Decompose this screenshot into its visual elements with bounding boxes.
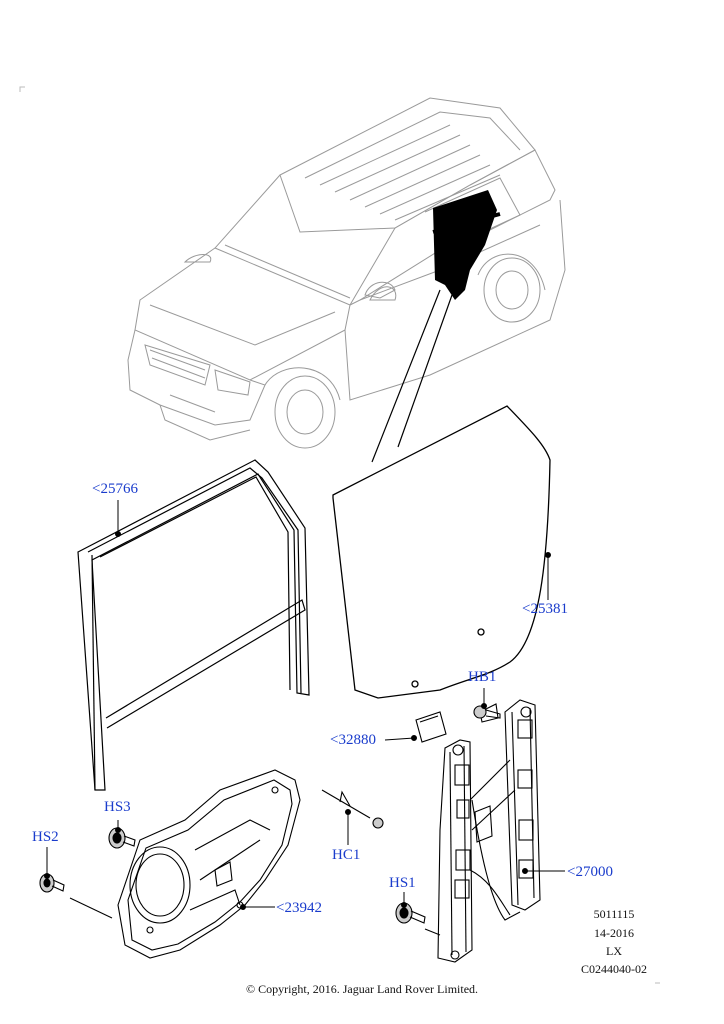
copyright-notice: © Copyright, 2016. Jaguar Land Rover Lim… [245, 982, 479, 996]
callout-door-frame[interactable]: <25766 [92, 481, 138, 497]
corner-mark [19, 86, 25, 92]
door-frame-seal [77, 459, 310, 791]
highlighted-door-glass [432, 190, 501, 300]
callout-door-glass[interactable]: <25381 [522, 601, 568, 617]
hc1-cable [321, 789, 384, 829]
callout-hs3[interactable]: HS3 [104, 799, 131, 815]
callout-hc1[interactable]: HC1 [332, 847, 361, 863]
pad-part [415, 711, 447, 743]
hs1-screw [395, 902, 426, 924]
meta-line-4: C0244040-02 [581, 962, 647, 976]
door-glass-panel [332, 405, 551, 699]
callout-pad[interactable]: <32880 [330, 732, 376, 748]
hb1-bolt [473, 705, 501, 719]
meta-line-1: 5011115 [593, 907, 635, 921]
car-to-glass-leaders [371, 289, 453, 463]
callout-hs2[interactable]: HS2 [32, 829, 59, 845]
callout-leaders [44, 500, 565, 936]
meta-line-2: 14-2016 [594, 926, 634, 940]
callout-regulator[interactable]: <27000 [567, 864, 613, 880]
door-module-panel [117, 769, 301, 959]
hs2-screw [39, 873, 65, 893]
window-regulator [437, 699, 541, 963]
hs3-screw [108, 827, 136, 849]
vehicle-illustration [127, 97, 566, 449]
callout-hs1[interactable]: HS1 [389, 875, 416, 891]
callout-door-module[interactable]: <23942 [276, 900, 322, 916]
meta-line-3: LX [606, 944, 622, 958]
callout-hb1[interactable]: HB1 [468, 669, 497, 685]
